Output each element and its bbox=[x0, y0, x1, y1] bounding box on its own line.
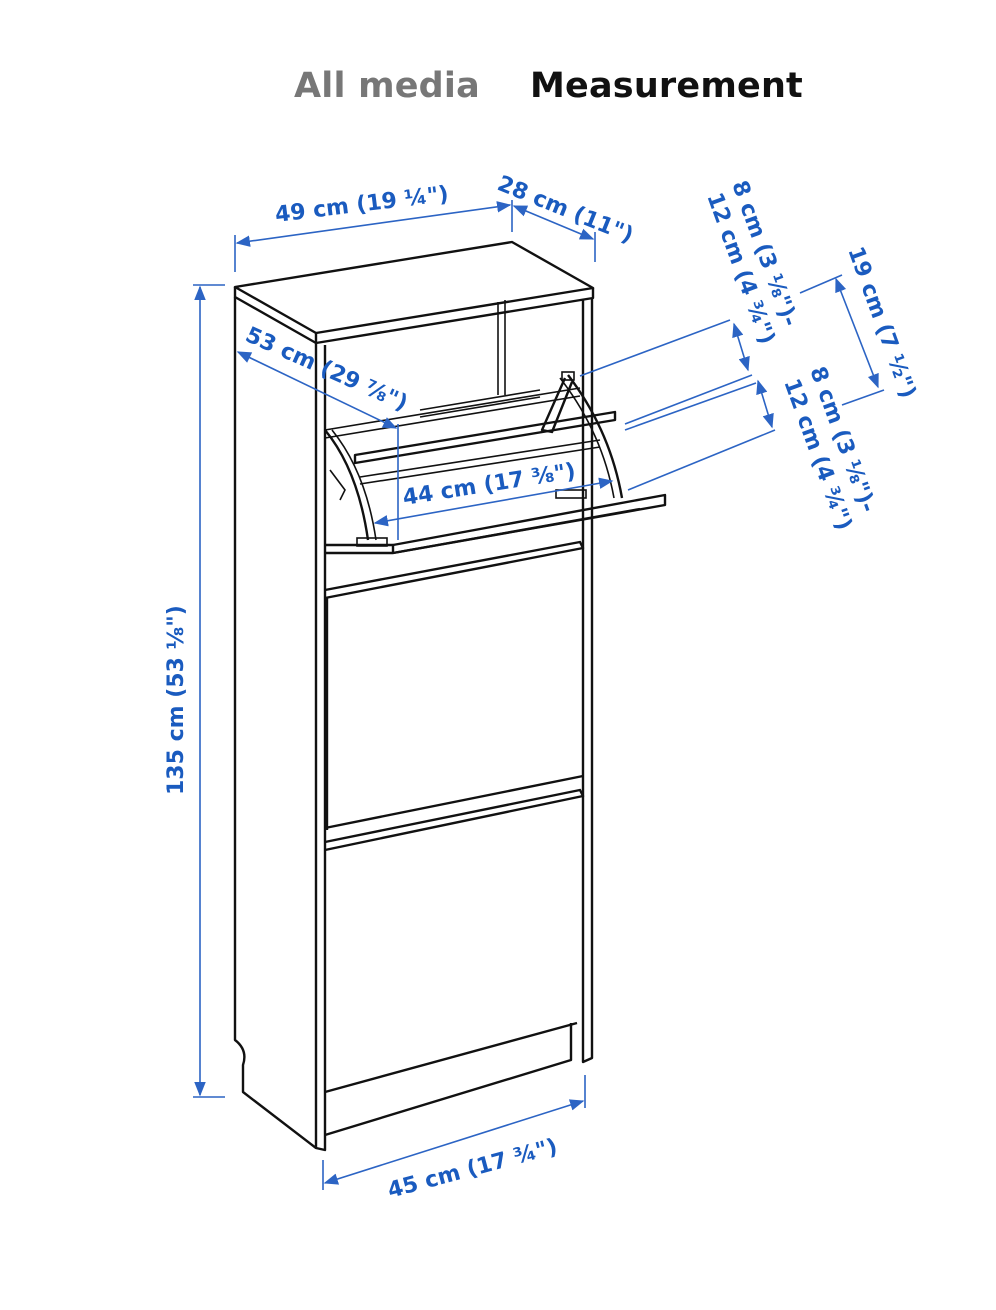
dim-flap-height: 19 cm (7 ½") bbox=[842, 244, 920, 402]
dim-depth-top: 28 cm (11") bbox=[494, 171, 637, 248]
tab-measurement[interactable]: Measurement bbox=[530, 66, 803, 106]
tab-all-media[interactable]: All media bbox=[294, 66, 480, 106]
cabinet-drawing bbox=[233, 240, 667, 1152]
dimension-labels: 49 cm (19 ¼") 28 cm (11") 135 cm (53 ⅛")… bbox=[164, 171, 920, 1203]
dim-open-depth: 53 cm (29 ⅞") bbox=[242, 323, 412, 417]
media-tabs: All media Measurement bbox=[0, 66, 996, 116]
dim-width-top: 49 cm (19 ¼") bbox=[274, 182, 450, 228]
dim-height: 135 cm (53 ⅛") bbox=[164, 605, 189, 795]
dimension-lines bbox=[193, 200, 885, 1190]
dim-width-bottom: 45 cm (17 ¾") bbox=[385, 1134, 560, 1203]
